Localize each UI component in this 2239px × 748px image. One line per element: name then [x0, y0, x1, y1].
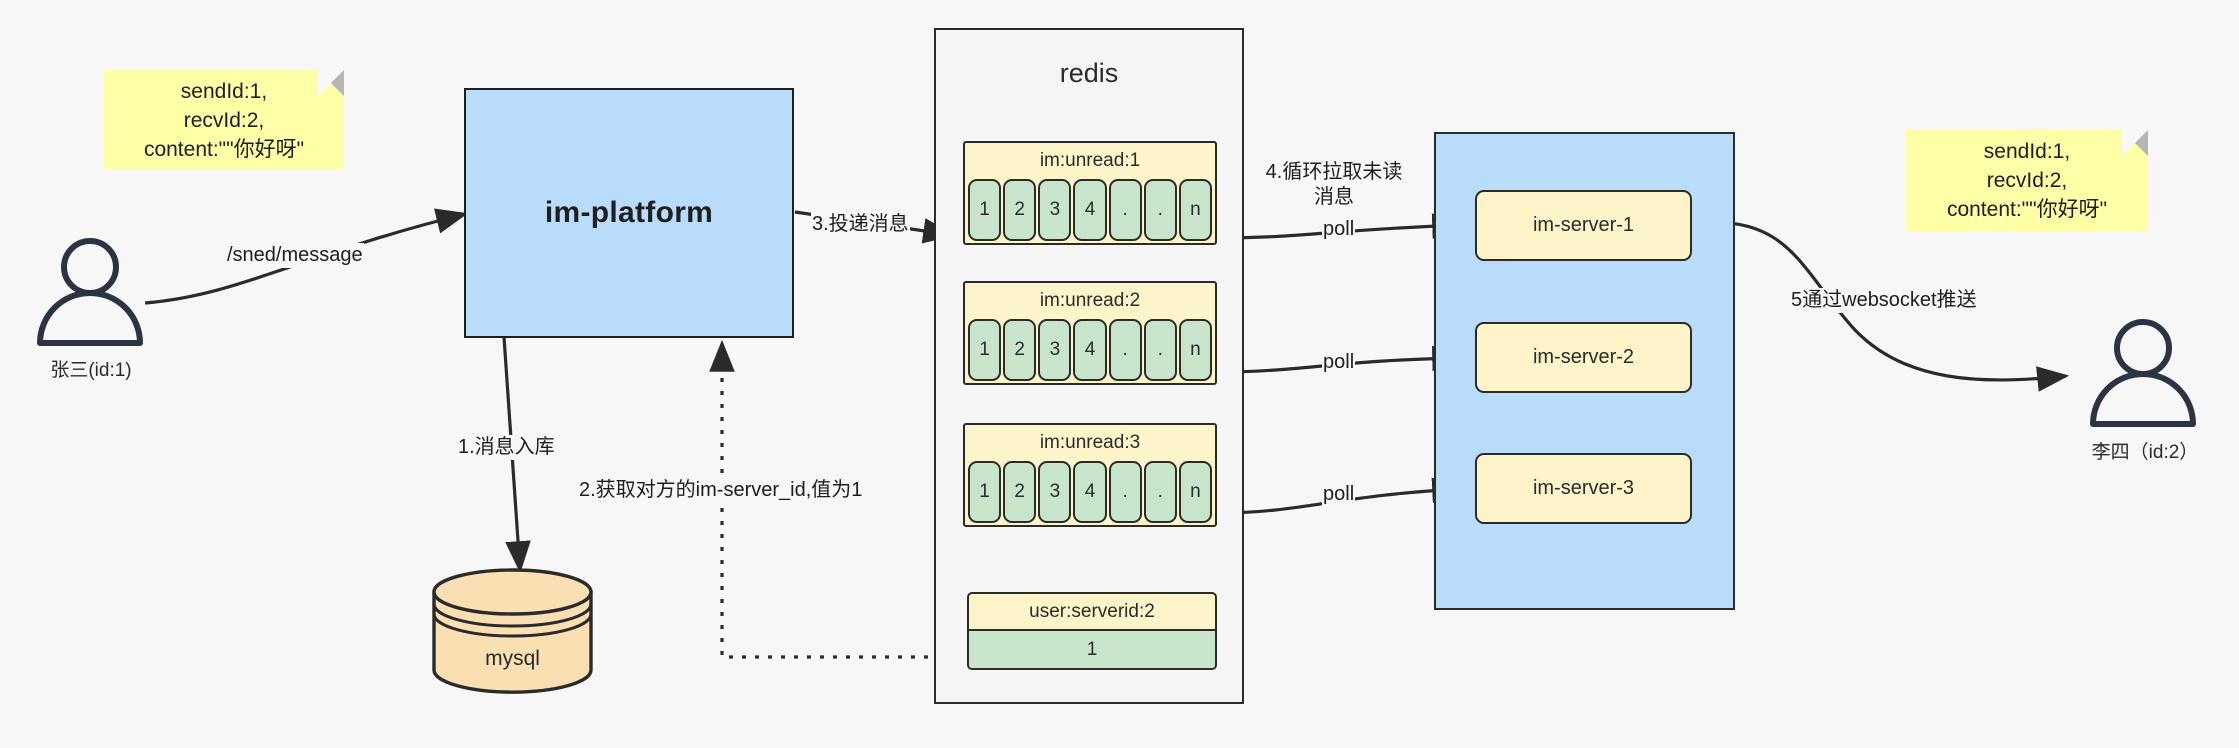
edge-poll-1 — [1219, 213, 1465, 240]
note-fold-shadow-icon — [318, 70, 344, 96]
redis-list-2-cells: 1 2 3 4 . . n — [965, 319, 1215, 381]
actor-right[interactable] — [2081, 318, 2206, 428]
list-cell[interactable]: n — [1178, 179, 1212, 241]
edge-label-step3: 3.投递消息 — [811, 212, 910, 237]
edge-label-step5: 5通过websocket推送 — [1790, 288, 1978, 313]
edge-label-poll-1: poll — [1322, 217, 1356, 242]
edge-label-poll-3: poll — [1322, 482, 1356, 507]
note-line-1: sendId:1, — [1983, 140, 2071, 163]
note-line-3: content:""你好呀" — [1946, 198, 2108, 221]
list-cell[interactable]: . — [1108, 319, 1142, 381]
redis-list-2-key: im:unread:2 — [1039, 290, 1141, 311]
redis-list-1-cells: 1 2 3 4 . . n — [965, 179, 1215, 241]
edge-label-step4: 4.循环拉取未读消息 — [1258, 160, 1410, 210]
note-fold-shadow-icon — [2122, 130, 2148, 156]
redis-list-1-key: im:unread:1 — [1039, 150, 1141, 171]
mysql-label: mysql — [485, 647, 540, 670]
redis-list-2[interactable]: im:unread:2 1 2 3 4 . . n — [963, 281, 1217, 385]
note-line-2: recvId:2, — [183, 108, 265, 132]
list-cell[interactable]: 2 — [1003, 319, 1037, 381]
list-cell[interactable]: 3 — [1038, 461, 1072, 523]
list-cell[interactable]: n — [1178, 319, 1212, 381]
user-icon — [37, 238, 143, 346]
edge-label-poll-2: poll — [1322, 350, 1356, 375]
actor-right-label: 李四（id:2） — [2091, 442, 2199, 463]
im-server-1-node[interactable]: im-server-1 — [1475, 190, 1692, 261]
im-server-1-label: im-server-1 — [1532, 214, 1635, 236]
list-cell[interactable]: 1 — [968, 461, 1002, 523]
edge-label-step2: 2.获取对方的im-server_id,值为1 — [578, 478, 864, 503]
note-line-1: sendId:1, — [180, 79, 268, 103]
list-cell[interactable]: 2 — [1003, 461, 1037, 523]
edge-label-send-message: /sned/message — [226, 243, 364, 268]
list-cell[interactable]: 4 — [1073, 179, 1107, 241]
list-cell[interactable]: . — [1143, 179, 1177, 241]
edge-send-message — [144, 208, 469, 305]
redis-list-3-cells: 1 2 3 4 . . n — [965, 461, 1215, 523]
im-server-2-label: im-server-2 — [1532, 346, 1635, 368]
redis-kv-key: user:serverid:2 — [1029, 600, 1155, 622]
user-icon — [2090, 319, 2196, 427]
mysql-node[interactable]: mysql — [430, 568, 595, 694]
redis-title: redis — [1059, 58, 1119, 88]
list-cell[interactable]: 4 — [1073, 461, 1107, 523]
redis-list-3[interactable]: im:unread:3 1 2 3 4 . . n — [963, 423, 1217, 527]
note-line-3: content:""你好呀" — [143, 137, 305, 161]
list-cell[interactable]: n — [1178, 461, 1212, 523]
note-line-2: recvId:2, — [1986, 169, 2068, 192]
im-server-3-node[interactable]: im-server-3 — [1475, 453, 1692, 524]
im-server-3-label: im-server-3 — [1532, 477, 1635, 499]
edge-step2 — [709, 339, 967, 659]
actor-left-label: 张三(id:1) — [50, 360, 132, 381]
list-cell[interactable]: 1 — [968, 319, 1002, 381]
sticky-note-left: sendId:1, recvId:2, content:""你好呀" — [104, 70, 344, 170]
list-cell[interactable]: 4 — [1073, 319, 1107, 381]
redis-list-1[interactable]: im:unread:1 1 2 3 4 . . n — [963, 141, 1217, 245]
list-cell[interactable]: 1 — [968, 179, 1002, 241]
database-cylinder-icon: mysql — [432, 568, 593, 694]
im-platform-label: im-platform — [544, 196, 714, 229]
list-cell[interactable]: 3 — [1038, 319, 1072, 381]
redis-kv-userserverid[interactable]: user:serverid:2 1 — [967, 592, 1217, 670]
redis-list-3-key: im:unread:3 — [1039, 432, 1141, 453]
edge-step5 — [1689, 220, 2070, 392]
sticky-note-right: sendId:1, recvId:2, content:""你好呀" — [1906, 130, 2148, 231]
list-cell[interactable]: 2 — [1003, 179, 1037, 241]
list-cell[interactable]: . — [1143, 319, 1177, 381]
list-cell[interactable]: 3 — [1038, 179, 1072, 241]
im-server-2-node[interactable]: im-server-2 — [1475, 322, 1692, 393]
list-cell[interactable]: . — [1108, 179, 1142, 241]
actor-left[interactable] — [28, 237, 153, 347]
redis-kv-value: 1 — [969, 629, 1215, 668]
list-cell[interactable]: . — [1143, 461, 1177, 523]
im-platform-node[interactable]: im-platform — [464, 88, 794, 338]
list-cell[interactable]: . — [1108, 461, 1142, 523]
edge-label-step1: 1.消息入库 — [457, 435, 556, 460]
